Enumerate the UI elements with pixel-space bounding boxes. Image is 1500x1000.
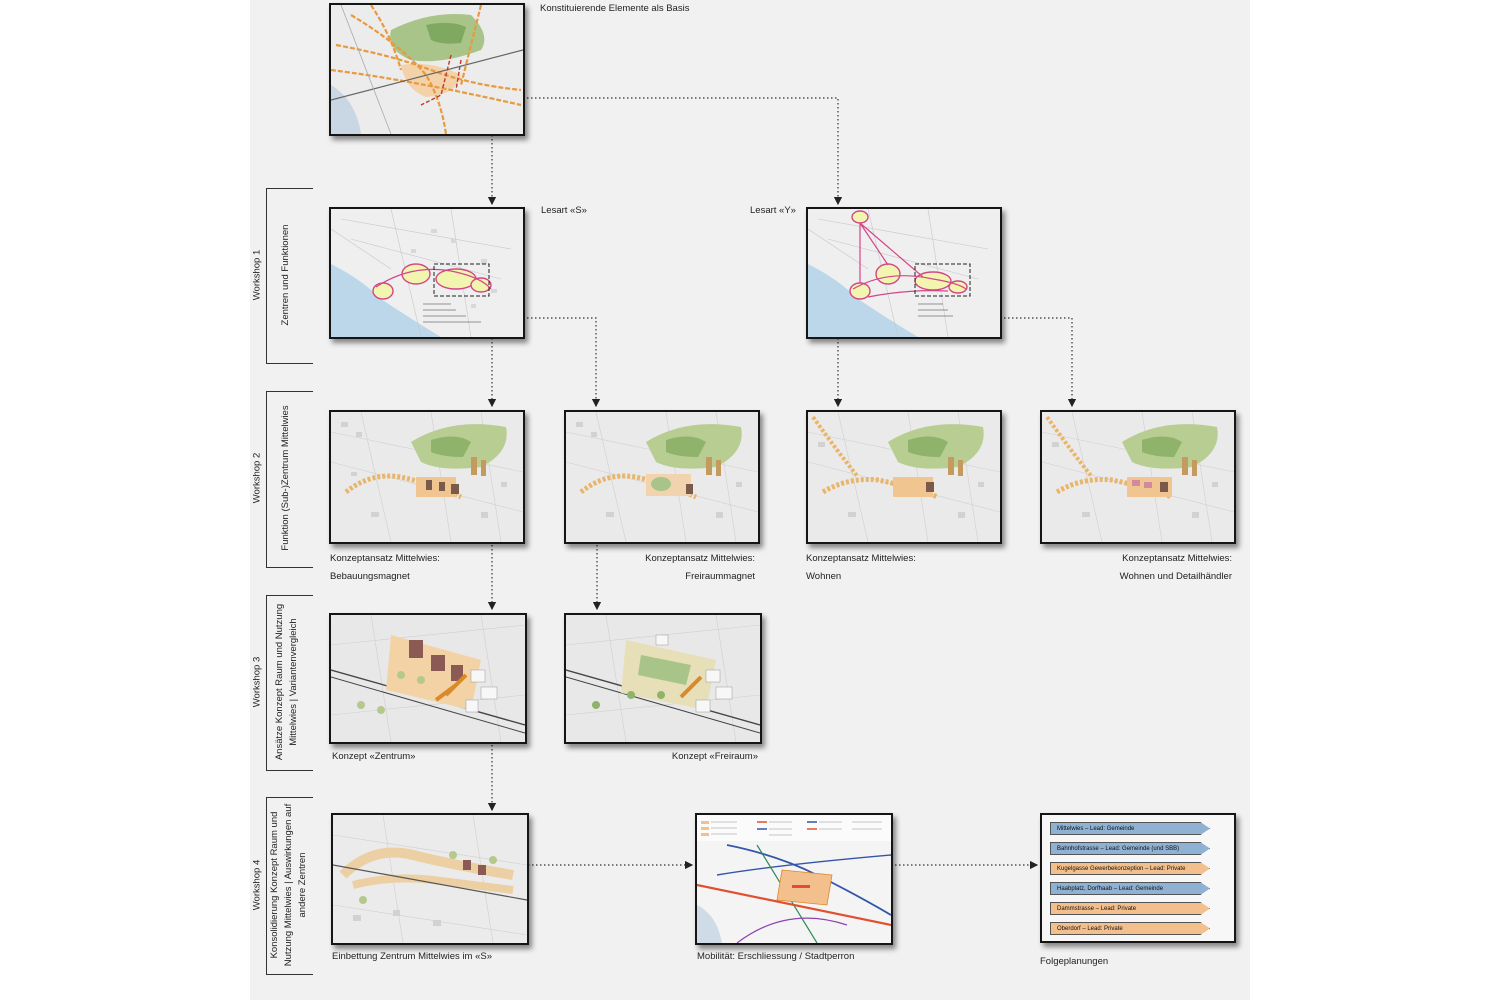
workshop-4-bracket <box>266 797 313 975</box>
workshop-3-name: Workshop 3 <box>251 656 263 708</box>
caption-konzept-zentrum: Konzept «Zentrum» <box>332 751 416 762</box>
caption-bebauungsmagnet: Konzeptansatz Mittelwies:Bebauungsmagnet <box>330 553 440 582</box>
map-lesart-y <box>806 207 1002 339</box>
caption-konstituierende-elemente: Konstituierende Elemente als Basis <box>540 3 690 14</box>
map-konzept-zentrum <box>329 613 527 744</box>
map-konzept-freiraum <box>564 613 762 744</box>
map-konstituierende-elemente <box>329 3 525 136</box>
map-konzeptansatz-freiraummagnet <box>564 410 760 544</box>
folge-item-3: Kugelgasse Gewerbekonzeption – Lead: Pri… <box>1050 862 1210 875</box>
workshop-2-name: Workshop 2 <box>251 452 263 504</box>
workshop-1-bracket <box>266 188 313 364</box>
caption-freiraummagnet: Konzeptansatz Mittelwies:Freiraummagnet <box>645 553 755 582</box>
caption-einbettung: Einbettung Zentrum Mittelwies im «S» <box>332 951 492 962</box>
folge-item-4: Haabplatz, Dorfhaab – Lead: Gemeinde <box>1050 882 1210 895</box>
folge-item-1: Mittelwies – Lead: Gemeinde <box>1050 822 1210 835</box>
map-einbettung-zentrum <box>331 813 529 945</box>
folgeplanungen-list: Mittelwies – Lead: Gemeinde Bahnhofstras… <box>1040 813 1236 943</box>
map-lesart-s <box>329 207 525 339</box>
workshop-1-name: Workshop 1 <box>251 249 263 301</box>
workshop-2-bracket <box>266 391 313 568</box>
caption-wohnen: Konzeptansatz Mittelwies:Wohnen <box>806 553 916 582</box>
caption-wohnen-detailhaendler: Konzeptansatz Mittelwies:Wohnen und Deta… <box>1119 553 1232 582</box>
workshop-2-desc: Funktion (Sub-)Zentrum Mittelwies <box>280 405 291 551</box>
folge-item-6: Oberdorf – Lead: Private <box>1050 922 1210 935</box>
workshop-1-desc: Zentren und Funktionen <box>280 224 291 326</box>
map-konzeptansatz-wohnen <box>806 410 1002 544</box>
caption-folgeplanungen: Folgeplanungen <box>1040 956 1109 967</box>
map-mobilitaet <box>695 813 893 945</box>
workshop-4-name: Workshop 4 <box>251 859 263 911</box>
workshop-3-bracket <box>266 595 313 771</box>
caption-mobilitaet: Mobilität: Erschliessung / Stadtperron <box>697 951 855 962</box>
caption-konzept-freiraum: Konzept «Freiraum» <box>671 751 758 762</box>
folge-item-5: Dammstrasse – Lead: Private <box>1050 902 1210 915</box>
caption-lesart-y: Lesart «Y» <box>750 205 796 216</box>
map-konzeptansatz-wohnen-detailhaendler <box>1040 410 1236 544</box>
map-konzeptansatz-bebauungsmagnet <box>329 410 525 544</box>
folge-item-2: Bahnhofstrasse – Lead: Gemeinde (und SBB… <box>1050 842 1210 855</box>
caption-lesart-s: Lesart «S» <box>541 205 587 216</box>
